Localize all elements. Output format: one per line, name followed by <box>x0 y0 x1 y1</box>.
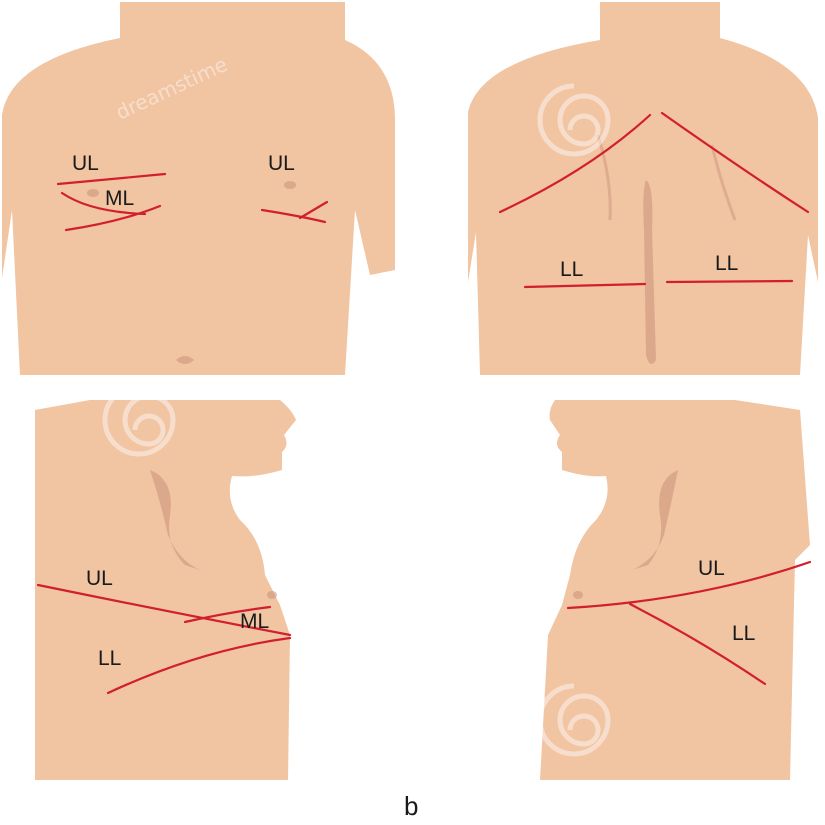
left-lateral-lower-lobe-label: LL <box>732 622 755 645</box>
right-lateral-nipple <box>267 591 277 599</box>
front-left-nipple <box>284 181 296 189</box>
figure-caption: b <box>404 791 418 821</box>
back-torso <box>468 2 818 375</box>
front-view-panel: UL ML UL dreamstime <box>2 2 395 375</box>
right-lateral-middle-lobe-label: ML <box>240 610 269 633</box>
right-lateral-lower-lobe-label: LL <box>98 647 121 670</box>
front-right-middle-lobe-label: ML <box>105 187 134 210</box>
front-left-upper-lobe-label: UL <box>268 152 295 175</box>
back-view-panel: LL LL <box>468 2 818 375</box>
right-lateral-upper-lobe-label: UL <box>86 567 113 590</box>
back-left-lower-lobe-label: LL <box>560 258 583 281</box>
left-lateral-body <box>540 400 810 780</box>
left-lateral-nipple <box>573 591 583 599</box>
left-lateral-panel: UL LL <box>540 400 810 780</box>
front-torso <box>2 2 395 375</box>
right-lateral-panel: UL ML LL <box>35 386 296 780</box>
front-right-upper-lobe-label: UL <box>72 152 99 175</box>
left-lateral-upper-lobe-label: UL <box>698 557 725 580</box>
right-lateral-body <box>35 400 296 780</box>
back-right-lower-lobe-label: LL <box>715 252 738 275</box>
front-right-nipple <box>87 189 99 197</box>
back-right-lower-boundary <box>667 281 792 282</box>
